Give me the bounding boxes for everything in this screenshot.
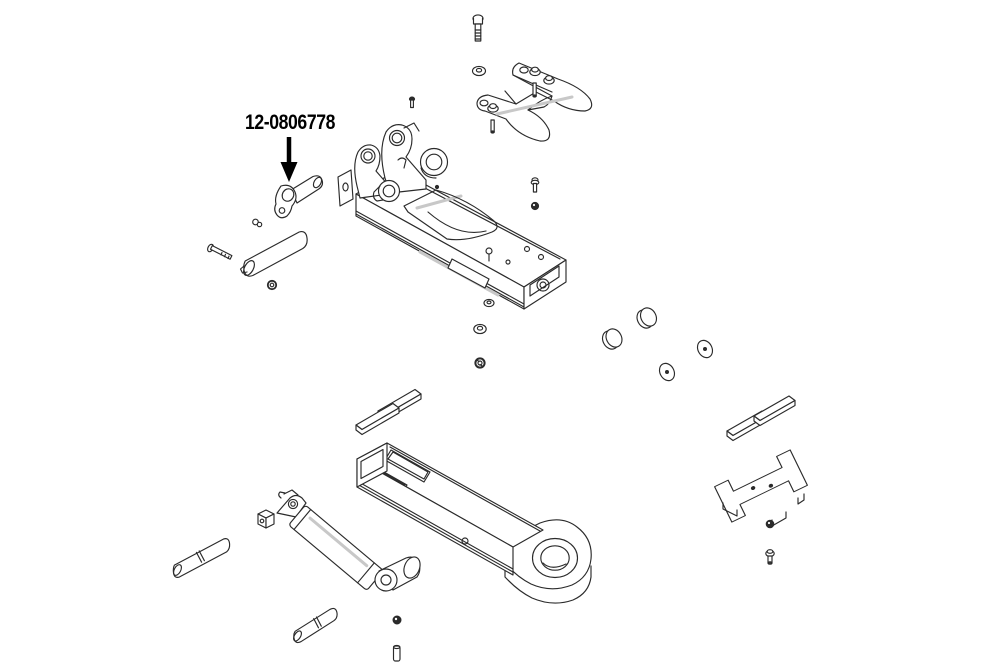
part-number-label: 12-0806778 (245, 110, 335, 134)
hex-bolt-top (472, 14, 484, 42)
clevis-pin (293, 607, 338, 644)
flange-nut (474, 357, 486, 369)
frame-front-bracket (447, 247, 493, 289)
flat-washer (483, 298, 495, 308)
clevis-pin (172, 538, 231, 578)
plug-cap (601, 328, 623, 350)
wear-pad (753, 395, 796, 427)
mounting-bracket (476, 62, 593, 142)
hex-nut-small (530, 201, 540, 211)
side-tab-plate (337, 169, 354, 207)
hex-nut-right (765, 519, 775, 529)
roll-pin (392, 644, 401, 662)
hex-bolt-small (530, 177, 540, 193)
flanged-clevis-pin (274, 175, 324, 219)
bolt-stud (532, 82, 537, 98)
hex-nut-bottom (392, 615, 402, 625)
cylinder-clevis (276, 489, 307, 518)
screw-right (765, 549, 775, 565)
cap-washer (658, 362, 676, 382)
wear-pad (355, 402, 400, 436)
pivot-ear-right (381, 122, 427, 194)
flange-bolt (543, 75, 555, 85)
cylinder-rod-end (374, 556, 421, 592)
pivot-pin-large (239, 231, 308, 277)
skid-plate-h (714, 449, 808, 527)
flange-bolt (487, 103, 499, 113)
lift-arm (356, 442, 592, 604)
flange-bolt (529, 66, 541, 77)
part-callout: 12-0806778 (245, 110, 336, 182)
flat-washer-top (471, 65, 487, 77)
cap-washer (696, 339, 714, 359)
bolt-stud (490, 119, 495, 134)
pivot-bushing-ring (419, 147, 449, 179)
arrow-down-icon (280, 137, 298, 182)
tiny-flange-nut (252, 218, 263, 228)
flat-washer (473, 323, 487, 335)
small-bolt (207, 243, 233, 260)
hex-nut (266, 279, 278, 291)
set-screw-top (408, 96, 416, 109)
hydraulic-cylinder (257, 489, 421, 592)
plug-cap (636, 307, 658, 329)
main-frame-assembly (337, 122, 567, 310)
pivot-bushing-barrel (372, 179, 401, 203)
cylinder-port-block (257, 509, 275, 529)
